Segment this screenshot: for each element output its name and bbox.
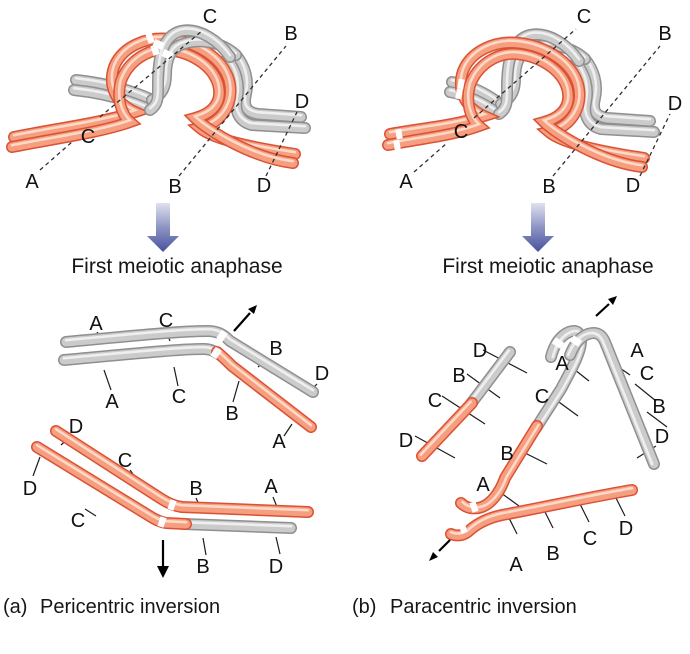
gene-label: C bbox=[159, 310, 173, 332]
centromere-bands bbox=[458, 335, 583, 534]
down-arrow-icon bbox=[147, 203, 179, 252]
gene-label: A bbox=[25, 171, 39, 193]
spindle-arrow-icon bbox=[157, 566, 169, 578]
spindle-arrow-icon bbox=[429, 552, 438, 561]
gene-label: C bbox=[640, 363, 654, 385]
gene-label: D bbox=[626, 175, 640, 197]
stage-label: First meiotic anaphase bbox=[71, 255, 282, 278]
gene-label: C bbox=[203, 6, 217, 28]
gene-label: D bbox=[257, 175, 271, 197]
panel-b-caption: Paracentric inversion bbox=[390, 596, 577, 618]
gene-label: C bbox=[535, 386, 549, 408]
upper-chromosome-group bbox=[64, 305, 313, 427]
panel-a-top-labels: C B D C A B D bbox=[25, 6, 309, 198]
panel-a-anaphase-products bbox=[33, 305, 317, 578]
gene-label: C bbox=[577, 6, 591, 28]
gene-label: D bbox=[473, 340, 487, 362]
gene-label: D bbox=[23, 478, 37, 500]
stage-transition-right: First meiotic anaphase bbox=[442, 203, 654, 278]
gene-label: C bbox=[71, 510, 85, 532]
gene-label: C bbox=[81, 126, 95, 148]
gene-label: B bbox=[196, 556, 209, 578]
gene-label: C bbox=[454, 121, 468, 143]
gene-label: C bbox=[118, 450, 132, 472]
gene-label: B bbox=[168, 176, 181, 198]
panel-captions: (a) Pericentric inversion (b) Paracentri… bbox=[3, 596, 577, 618]
down-arrow-icon bbox=[522, 203, 554, 252]
stage-transition-left: First meiotic anaphase bbox=[71, 203, 283, 278]
gene-label: C bbox=[428, 390, 442, 412]
gene-label: D bbox=[69, 416, 83, 438]
panel-b-marker: (b) bbox=[352, 596, 376, 618]
gene-label: B bbox=[652, 396, 665, 418]
gene-label: B bbox=[269, 338, 282, 360]
gene-label: A bbox=[509, 554, 523, 576]
centromere-bands bbox=[145, 32, 174, 60]
gene-label: D bbox=[399, 430, 413, 452]
panel-a-caption: Pericentric inversion bbox=[40, 596, 220, 618]
gene-label: A bbox=[105, 391, 119, 413]
gene-label: A bbox=[476, 474, 490, 496]
centromere-bands bbox=[393, 78, 465, 151]
panel-b-anaphase-products bbox=[414, 296, 668, 561]
gene-label: B bbox=[546, 543, 559, 565]
panel-b-top-labels: C B D C A B D bbox=[399, 6, 682, 198]
panel-a-marker: (a) bbox=[3, 596, 27, 618]
gene-label: B bbox=[225, 403, 238, 425]
gene-label: D bbox=[655, 426, 669, 448]
gene-label: A bbox=[399, 171, 413, 193]
gene-label: A bbox=[272, 431, 286, 453]
gene-label: B bbox=[452, 365, 465, 387]
panel-a-bottom-labels: A C B D A C B A D D C C B A B D bbox=[23, 310, 329, 578]
gene-label: A bbox=[264, 476, 278, 498]
gene-label: B bbox=[658, 23, 671, 45]
gene-label: A bbox=[555, 353, 569, 375]
gene-label: B bbox=[542, 176, 555, 198]
gene-label: C bbox=[172, 386, 186, 408]
gene-label: D bbox=[315, 363, 329, 385]
gene-label: C bbox=[583, 528, 597, 550]
panel-b-bottom-labels: D B C D A A C C B B D A A B C D bbox=[399, 340, 669, 576]
stage-label: First meiotic anaphase bbox=[442, 255, 653, 278]
lower-chromosome-group bbox=[37, 429, 308, 578]
gene-label: A bbox=[89, 313, 103, 335]
gene-label: B bbox=[189, 478, 202, 500]
gene-label: B bbox=[500, 443, 513, 465]
gene-alignment-dashed-lines bbox=[39, 28, 671, 177]
panel-a-inversion-loop bbox=[12, 29, 305, 163]
gene-label: D bbox=[668, 93, 682, 115]
panel-b-inversion-loop bbox=[388, 33, 654, 167]
gene-label: B bbox=[284, 23, 297, 45]
gene-label: D bbox=[295, 91, 309, 113]
salmon-chromosome-pair bbox=[388, 41, 644, 167]
gene-label: D bbox=[619, 518, 633, 540]
gene-label: A bbox=[630, 340, 644, 362]
spindle-arrow-icon bbox=[608, 296, 617, 305]
spindle-arrow-icon bbox=[248, 305, 257, 314]
gene-label: D bbox=[269, 556, 283, 578]
